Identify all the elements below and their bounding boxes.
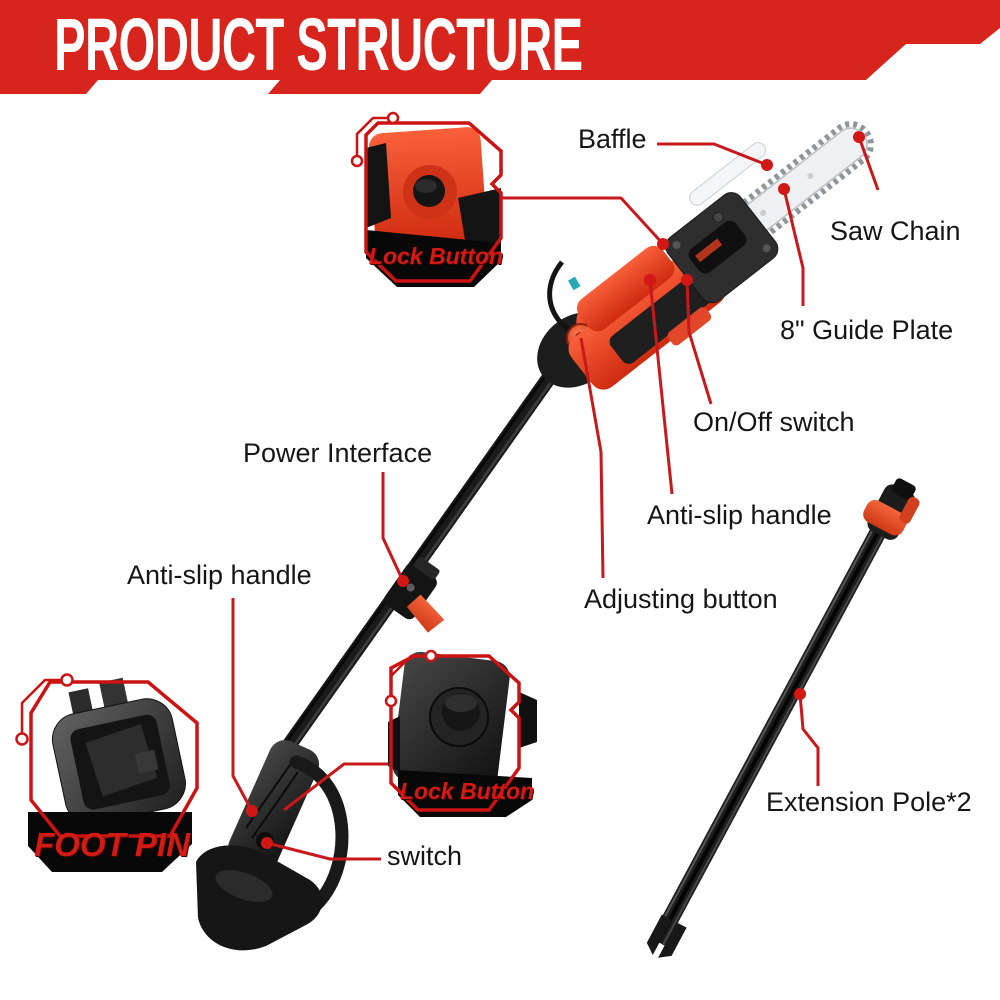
leader-anti-slip-right <box>648 279 674 495</box>
callout-label-foot-pin: FOOT PIN <box>34 826 190 863</box>
label-anti-slip-handle-right: Anti-slip handle <box>647 500 832 530</box>
leader-anti-slip-left <box>231 598 254 812</box>
label-on-off-switch: On/Off switch <box>693 407 855 437</box>
leader-extension-pole <box>798 693 820 786</box>
leader-switch <box>266 841 381 861</box>
pole-clamp <box>384 557 445 633</box>
label-guide-plate: 8" Guide Plate <box>780 315 954 345</box>
label-switch: switch <box>387 841 463 871</box>
callout-label-lock-button-bottom: Lock Button <box>399 778 535 804</box>
label-extension-pole: Extension Pole*2 <box>766 787 972 817</box>
callout-lock-button-bottom <box>384 649 537 817</box>
callout-lock-button-top <box>350 111 503 287</box>
extension-pole <box>646 478 920 958</box>
callout-label-lock-button-top: Lock Button <box>368 243 504 269</box>
leader-dots <box>246 131 865 849</box>
leader-lines <box>231 136 880 861</box>
rear-handle-assembly <box>196 740 349 951</box>
label-baffle: Baffle <box>578 124 647 154</box>
leader-guide-plate <box>782 188 805 306</box>
callout-foot-pin <box>15 673 199 872</box>
leader-on-off <box>685 279 713 405</box>
leader-saw-chain <box>857 136 880 191</box>
leader-lock-button-bottom <box>283 762 402 812</box>
page-title: PRODUCT STRUCTURE <box>54 3 583 86</box>
label-saw-chain: Saw Chain <box>830 216 961 246</box>
label-power-interface: Power Interface <box>243 438 433 468</box>
pole-tip <box>646 914 687 958</box>
leader-adjusting <box>579 337 605 579</box>
label-anti-slip-handle-left: Anti-slip handle <box>127 560 312 590</box>
leader-power-interface <box>381 472 405 582</box>
label-adjusting-button: Adjusting button <box>584 584 778 614</box>
leader-baffle <box>657 142 768 167</box>
leader-lock-button-top <box>500 196 665 246</box>
saw-chain-part <box>714 121 874 256</box>
pole-connector <box>863 478 920 540</box>
header-banner <box>0 0 1000 94</box>
